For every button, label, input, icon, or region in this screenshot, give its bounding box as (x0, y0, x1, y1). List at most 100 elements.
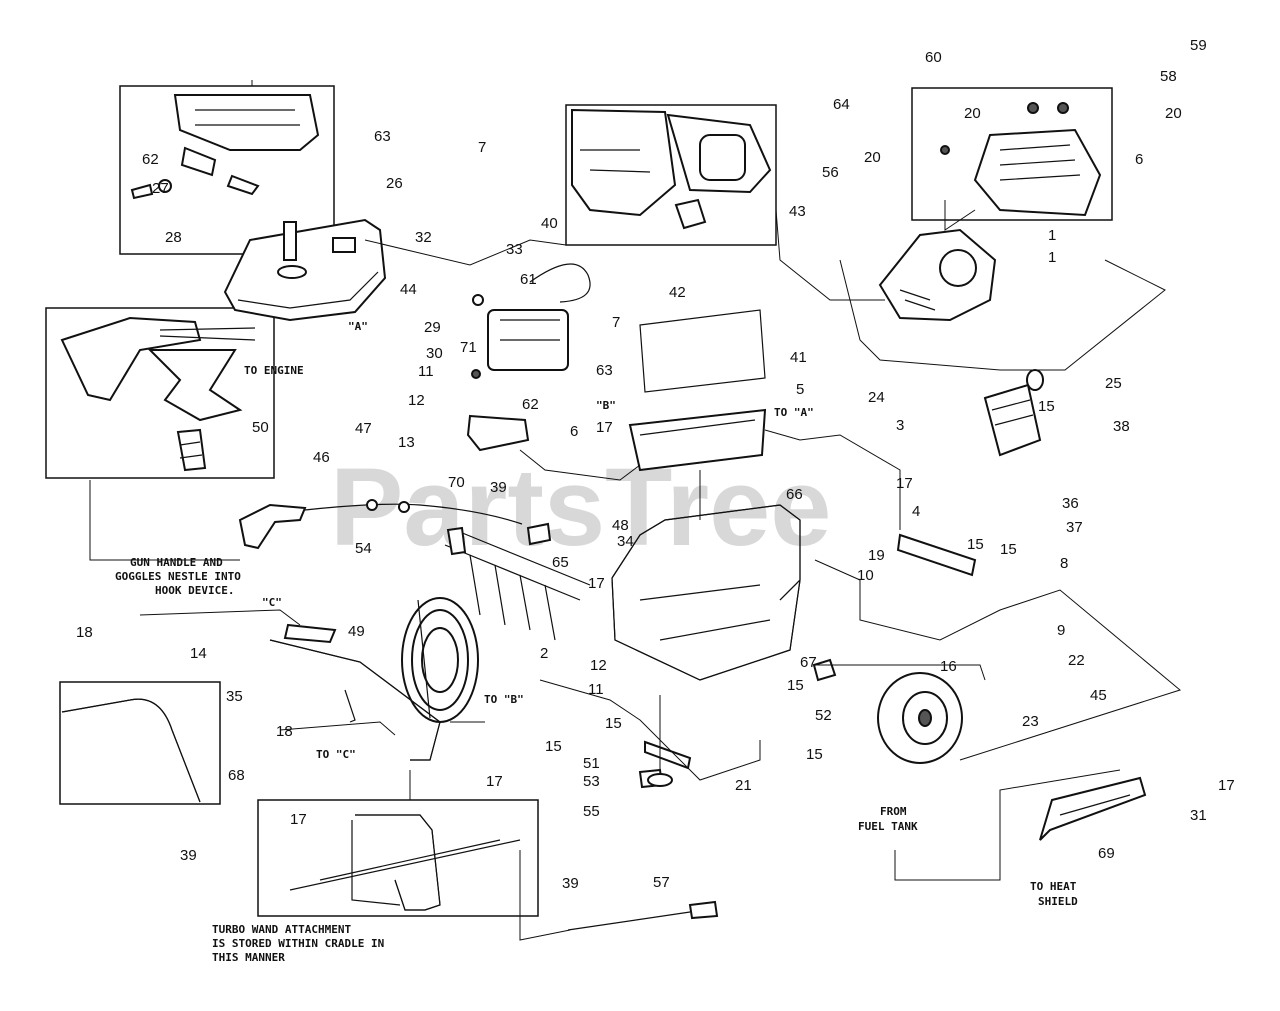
part-label: 62 (142, 151, 159, 168)
part-label: 64 (833, 96, 850, 113)
part-label: 3 (896, 417, 904, 434)
part-label: 12 (590, 657, 607, 674)
part-label: 41 (790, 349, 807, 366)
part-label: 17 (596, 419, 613, 436)
part-label: 11 (588, 681, 604, 698)
part-label: 56 (822, 164, 839, 181)
note-from-fuel-line2: FUEL TANK (858, 820, 918, 833)
note-from-fuel-line1: FROM (880, 805, 907, 818)
part-label: 15 (967, 536, 984, 553)
part-label: 69 (1098, 845, 1115, 862)
part-label: 44 (400, 281, 417, 298)
part-label: 39 (562, 875, 579, 892)
part-label: 34 (617, 533, 634, 550)
part-label: 17 (486, 773, 503, 790)
part-label: 15 (1038, 398, 1055, 415)
note-to-a: TO "A" (774, 406, 814, 419)
part-label: 39 (490, 479, 507, 496)
part-label: 25 (1105, 375, 1122, 392)
note-gun-handle-line2: GOGGLES NESTLE INTO (115, 570, 241, 583)
note-heat-shield-line1: TO HEAT (1030, 880, 1077, 893)
part-label: 61 (520, 271, 537, 288)
inset-frame-detail (59, 681, 221, 805)
part-label: 17 (1218, 777, 1235, 794)
part-label: 15 (806, 746, 823, 763)
part-label: 21 (735, 777, 752, 794)
inset-engine-cover (911, 87, 1113, 221)
part-label: 31 (1190, 807, 1207, 824)
leader-lines (89, 80, 1182, 941)
part-label: 30 (426, 345, 443, 362)
part-label: 16 (940, 658, 957, 675)
part-label: 47 (355, 420, 372, 437)
watermark: PartsTree (330, 446, 831, 569)
note-turbo-line1: TURBO WAND ATTACHMENT (212, 923, 351, 936)
engine-unit (878, 228, 1044, 457)
part-label: 58 (1160, 68, 1177, 85)
part-label: 63 (596, 362, 613, 379)
part-label: 8 (1060, 555, 1068, 572)
part-label: 12 (408, 392, 425, 409)
part-label: 62 (522, 396, 539, 413)
part-label: 68 (228, 767, 245, 784)
note-to-engine: TO ENGINE (244, 364, 304, 377)
part-label: 10 (857, 567, 874, 584)
part-label: 42 (669, 284, 686, 301)
note-to-c: TO "C" (316, 748, 356, 761)
part-label: 46 (313, 449, 330, 466)
part-label: 57 (653, 874, 670, 891)
part-label: 6 (1135, 151, 1143, 168)
axle-and-wheel (812, 533, 977, 764)
part-label: 2 (540, 645, 548, 662)
part-label: 7 (478, 139, 486, 156)
support-stand (638, 740, 692, 789)
part-label: 39 (180, 847, 197, 864)
part-label: 43 (789, 203, 806, 220)
part-label: 59 (1190, 37, 1207, 54)
part-label: 17 (290, 811, 307, 828)
handle-bar (269, 623, 441, 761)
part-label: 7 (612, 314, 620, 331)
part-label: 17 (588, 575, 605, 592)
turbo-wand (567, 900, 719, 931)
part-label: 27 (152, 180, 169, 197)
part-label: 35 (226, 688, 243, 705)
part-label: 38 (1113, 418, 1130, 435)
part-label: 50 (252, 419, 269, 436)
note-turbo-line2: IS STORED WITHIN CRADLE IN (212, 937, 384, 950)
part-label: 36 (1062, 495, 1079, 512)
part-label: 9 (1057, 622, 1065, 639)
part-label: 20 (864, 149, 881, 166)
part-label: 28 (165, 229, 182, 246)
part-label: 11 (418, 363, 434, 380)
inset-engine-detail (565, 104, 777, 246)
part-label: 17 (896, 475, 913, 492)
part-label: 20 (964, 105, 981, 122)
inset-turbo-wand (257, 799, 539, 917)
part-label: 48 (612, 517, 629, 534)
part-label: 70 (448, 474, 465, 491)
note-heat-shield-line2: SHIELD (1038, 895, 1078, 908)
part-label: 26 (386, 175, 403, 192)
part-label: 5 (796, 381, 804, 398)
fuel-tank (223, 218, 387, 322)
hook-device (444, 526, 591, 641)
part-label: 33 (506, 241, 523, 258)
part-label: 24 (868, 389, 885, 406)
part-label: 67 (800, 654, 817, 671)
pump-assembly (466, 263, 591, 452)
diagram-notes: TO ENGINE TO "A" "A" "B" "C" TO "B" TO "… (115, 320, 1078, 964)
note-to-b: TO "B" (484, 693, 524, 706)
part-label: 1 (1048, 249, 1056, 266)
part-label: 60 (925, 49, 942, 66)
part-label: 32 (415, 229, 432, 246)
inset-gun-handle (45, 307, 275, 479)
base-plate (628, 309, 767, 472)
note-gun-handle-line3: HOOK DEVICE. (155, 584, 234, 597)
note-turbo-line3: THIS MANNER (212, 951, 285, 964)
part-label: 18 (76, 624, 93, 641)
part-label: 52 (815, 707, 832, 724)
part-label: 6 (570, 423, 578, 440)
part-label: 15 (605, 715, 622, 732)
part-label: 49 (348, 623, 365, 640)
